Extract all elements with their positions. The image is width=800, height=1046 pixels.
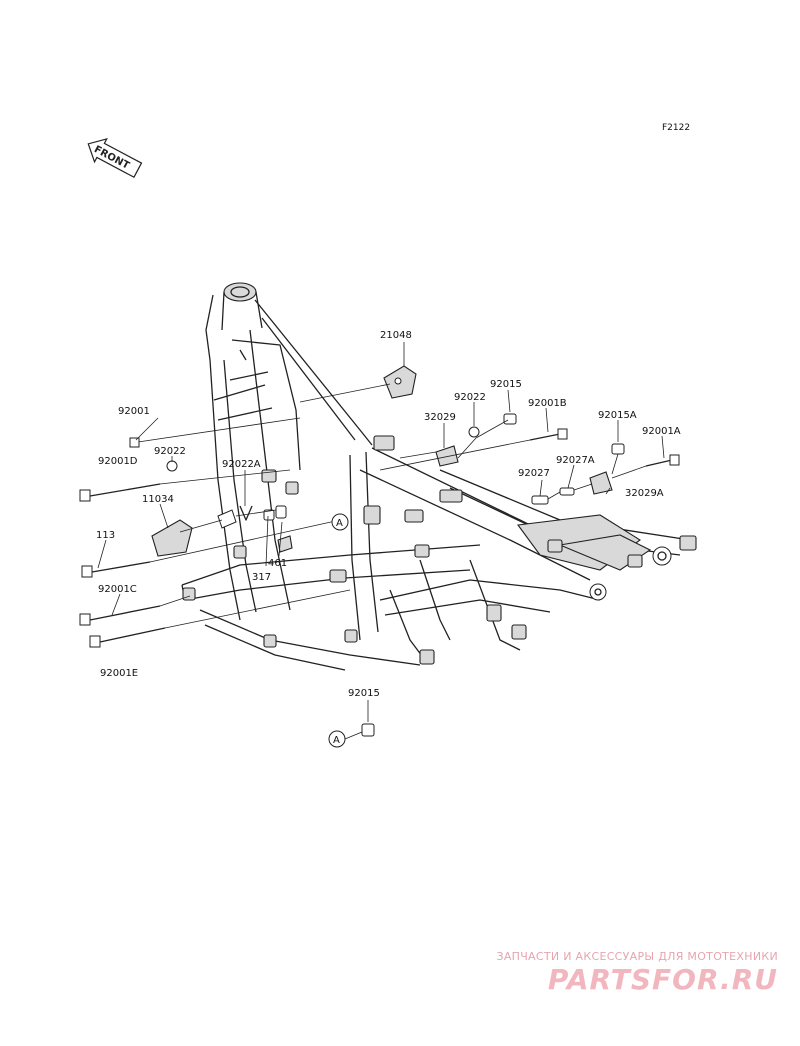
callout-a-frame: A — [331, 513, 349, 531]
label-21048: 21048 — [380, 330, 412, 341]
label-92015-top: 92015 — [490, 379, 522, 390]
bracket-32029 — [435, 445, 459, 467]
bolt-92001B — [379, 428, 568, 471]
svg-text:A: A — [336, 518, 343, 529]
figure-id: F2122 — [662, 123, 690, 133]
label-92027: 92027 — [518, 468, 550, 479]
nut-92015A — [611, 443, 625, 455]
watermark-logo: PARTSFOR.RU — [547, 963, 778, 996]
label-92015-bottom: 92015 — [348, 688, 380, 699]
label-32029A: 32029A — [625, 488, 664, 499]
washer-92022-right — [468, 426, 480, 438]
label-92022-right: 92022 — [454, 392, 486, 403]
bracket-32029A — [589, 471, 613, 495]
label-92015A: 92015A — [598, 410, 637, 421]
label-32029: 32029 — [424, 412, 456, 423]
watermark-tagline: ЗАПЧАСТИ И АКСЕССУАРЫ ДЛЯ МОТОТЕХНИКИ — [496, 950, 778, 963]
label-11034: 11034 — [142, 494, 174, 505]
label-92001D: 92001D — [98, 456, 138, 467]
nut-92015 — [503, 413, 517, 425]
bolt-92001C — [79, 595, 191, 626]
label-92001A: 92001A — [642, 426, 681, 437]
label-317: 317 — [252, 572, 271, 583]
label-92001E: 92001E — [100, 668, 138, 679]
callout-a-bottom: A — [328, 730, 363, 748]
label-92022-left: 92022 — [154, 446, 186, 457]
bolt-113 — [81, 519, 341, 578]
front-arrow-icon: FRONT — [87, 138, 143, 179]
motorcycle-frame — [181, 282, 697, 671]
bolt-92001A — [611, 454, 680, 479]
nut-92015-bottom — [361, 723, 375, 737]
bracket-11034 — [151, 519, 193, 557]
label-92027A: 92027A — [556, 455, 595, 466]
label-461: 461 — [268, 558, 287, 569]
bolt-92001 — [129, 417, 301, 448]
label-92001B: 92001B — [528, 398, 567, 409]
collar-92027 — [531, 495, 549, 505]
label-92001: 92001 — [118, 406, 150, 417]
bolt-92001D — [79, 469, 291, 502]
clamp-92022A — [239, 505, 253, 521]
label-92022A: 92022A — [222, 459, 261, 470]
label-92001C: 92001C — [98, 584, 137, 595]
label-113: 113 — [96, 530, 115, 541]
svg-text:A: A — [333, 735, 340, 746]
bolt-92001E — [89, 589, 351, 648]
collar-92027A — [559, 487, 575, 496]
washer-92022-left — [166, 460, 178, 472]
